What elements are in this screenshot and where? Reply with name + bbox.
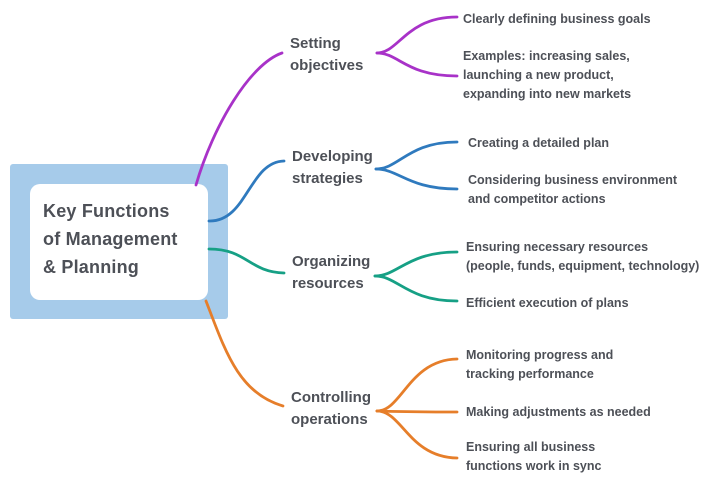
leaf-ensuring-necessary-resources: Ensuring necessary resources (people, fu… [466, 240, 700, 273]
leaf-clearly-defining-goals: Clearly defining business goals [463, 12, 651, 26]
branch-label-developing-strategies: Developing strategies [292, 148, 373, 187]
center-node [30, 184, 208, 300]
leaf-making-adjustments: Making adjustments as needed [466, 405, 651, 419]
connector-controlling-operations-leaf-2 [375, 409, 459, 414]
branch-label-controlling-operations: Controlling operations [291, 389, 371, 428]
leaf-creating-detailed-plan: Creating a detailed plan [468, 136, 610, 150]
connector-developing-strategies-leaf-2 [374, 167, 459, 191]
leaf-monitoring-progress: Monitoring progress and tracking perform… [466, 348, 614, 381]
connector-controlling-operations-leaf-3 [375, 409, 459, 460]
center-node-title: Key Functions of Management & Planning [43, 201, 178, 277]
connector-setting-objectives-leaf-1 [375, 15, 459, 55]
branch-label-organizing-resources: Organizing resources [292, 253, 371, 292]
connector-organizing-resources-leaf-1 [373, 250, 459, 278]
leaf-ensuring-sync: Ensuring all business functions work in … [466, 440, 602, 473]
connector-organizing-resources-leaf-2 [373, 274, 459, 303]
leaf-examples-increasing-sales: Examples: increasing sales, launching a … [463, 49, 632, 101]
branch-label-setting-objectives: Setting objectives [290, 35, 364, 74]
leaf-efficient-execution: Efficient execution of plans [466, 296, 629, 310]
connector-controlling-operations-leaf-1 [375, 357, 459, 413]
connector-setting-objectives-leaf-2 [375, 51, 459, 78]
connector-developing-strategies-leaf-1 [374, 140, 459, 171]
leaf-considering-environment: Considering business environment and com… [468, 173, 678, 206]
